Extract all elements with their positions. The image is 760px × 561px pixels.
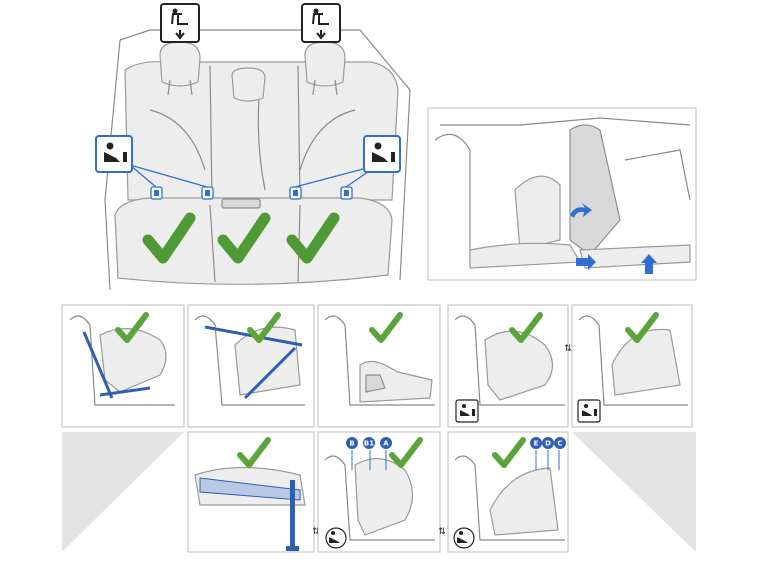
check-icon: [492, 437, 526, 468]
isofix-child-seat-icon: [453, 527, 475, 549]
isofix-seat-panel-2: [571, 304, 693, 428]
tether-label-c: C: [554, 437, 566, 449]
updown-indicator: ⇅: [438, 527, 446, 537]
tether-label-d: D: [542, 437, 554, 449]
check-icon: [237, 437, 271, 468]
tether-label-e: E: [530, 437, 542, 449]
check-icon: [217, 212, 271, 264]
check-icon: [625, 312, 659, 343]
arrow-right-icon: [576, 254, 596, 270]
support-leg-icon: [290, 480, 295, 550]
top-tether-icon: [160, 3, 200, 43]
belted-seat-panel-1: [61, 304, 185, 428]
check-icon: [509, 312, 543, 343]
isofix-child-seat-icon: [95, 135, 133, 173]
front-seat-adjustment-panel: [427, 107, 697, 281]
check-icon: [369, 312, 403, 343]
isofix-child-seat-icon: [325, 527, 347, 549]
support-leg-panel: [187, 431, 315, 553]
isofix-child-seat-icon: [363, 135, 401, 173]
spacer-graphic: [572, 432, 696, 552]
center-headrest: [231, 67, 266, 102]
svg-text:A: A: [383, 440, 389, 448]
check-icon: [247, 312, 281, 343]
check-icon: [389, 437, 423, 468]
left-headrest: [159, 41, 201, 87]
right-headrest: [304, 41, 346, 87]
check-icon: [286, 212, 340, 264]
tether-label-b: B: [346, 437, 358, 449]
adjustable-seat-panel-2: E D C: [447, 431, 569, 553]
arrow-up-icon: [641, 254, 657, 274]
rear-seat-overview: [100, 20, 420, 300]
svg-text:D: D: [545, 440, 551, 448]
check-icon: [142, 212, 196, 264]
svg-text:C: C: [557, 440, 562, 448]
updown-indicator: ⇅: [564, 344, 572, 354]
isofix-anchor-markers: [150, 186, 353, 200]
tether-label-b1: B1: [363, 437, 375, 449]
booster-seat-panel: [317, 304, 441, 428]
top-tether-icon: [301, 3, 341, 43]
tether-label-a: A: [380, 437, 392, 449]
belted-seat-panel-2: [187, 304, 315, 428]
svg-text:E: E: [534, 440, 539, 448]
svg-text:B1: B1: [364, 440, 374, 448]
spacer-graphic: [62, 432, 184, 552]
updown-indicator: ⇅: [312, 527, 320, 537]
isofix-child-seat-icon: [577, 399, 601, 423]
svg-text:B: B: [349, 440, 354, 448]
check-icon: [115, 312, 149, 343]
adjustable-seat-panel-1: B B1 A: [317, 431, 441, 553]
isofix-seat-panel-1: [447, 304, 569, 428]
isofix-child-seat-icon: [455, 399, 479, 423]
arrow-up-icon: [570, 203, 592, 218]
